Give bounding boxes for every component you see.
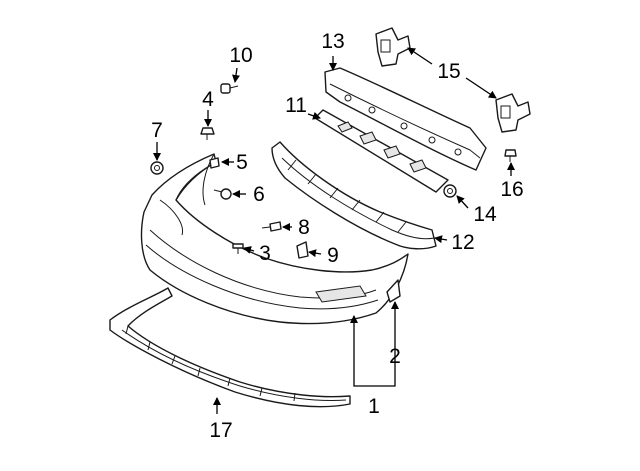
fastener-16	[504, 149, 517, 162]
callout-3: 3	[259, 242, 271, 265]
mount-bracket-left	[375, 27, 411, 67]
callout-10: 10	[229, 44, 252, 67]
callout-6: 6	[253, 183, 265, 206]
fastener-8	[261, 221, 282, 232]
callout-1: 1	[368, 395, 380, 418]
fastener-9	[296, 241, 309, 259]
callout-11: 11	[285, 94, 307, 117]
fastener-6	[213, 188, 232, 200]
fastener-10	[220, 83, 239, 94]
callout-9: 9	[327, 244, 339, 267]
callout-7: 7	[151, 119, 163, 142]
callout-15: 15	[437, 60, 460, 83]
callout-5: 5	[236, 151, 248, 174]
callout-labels: 10 4 7 5 6 8 3 9 11 12 13 14 15 16 17 2 …	[151, 30, 524, 442]
callout-4: 4	[202, 88, 214, 111]
bumper-bar	[324, 67, 487, 171]
leader-lines	[153, 47, 515, 414]
bumper-cover	[140, 153, 409, 325]
callout-16: 16	[500, 178, 523, 201]
callout-14: 14	[473, 203, 497, 226]
fastener-3	[232, 243, 244, 254]
callout-12: 12	[451, 231, 474, 254]
fastener-4	[200, 127, 215, 140]
callout-13: 13	[321, 30, 344, 53]
callout-2: 2	[389, 345, 401, 368]
bracket-2	[386, 279, 401, 303]
fastener-7	[150, 161, 164, 175]
callout-17: 17	[209, 419, 232, 442]
mount-bracket-right	[495, 93, 531, 133]
impact-absorber	[271, 141, 437, 250]
lower-valance	[109, 287, 351, 408]
callout-8: 8	[298, 216, 310, 239]
fastener-14	[443, 184, 457, 198]
fastener-5	[209, 157, 220, 169]
